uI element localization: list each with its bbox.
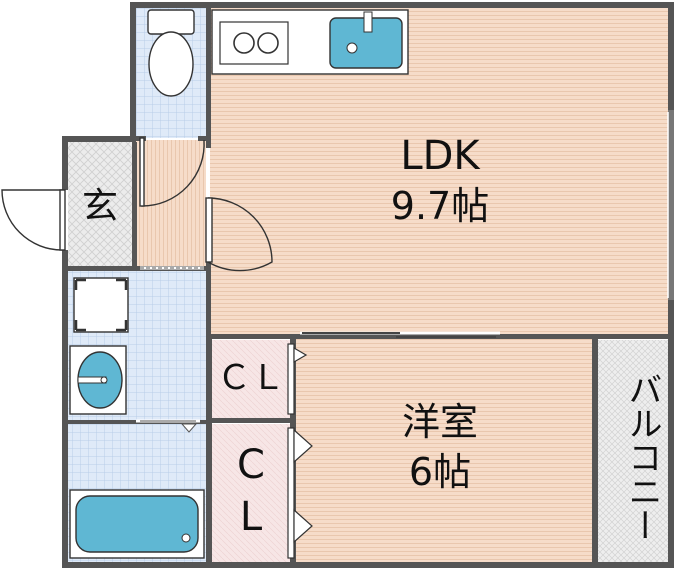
kitchen-counter bbox=[211, 9, 409, 75]
sliding-door bbox=[300, 331, 500, 338]
balcony-floor bbox=[598, 340, 668, 562]
closet-lower-c-label: C bbox=[237, 442, 265, 488]
washing-machine-space bbox=[73, 277, 129, 333]
western-room-name-label: 洋室 bbox=[401, 400, 478, 444]
closet-lower-l-label: L bbox=[239, 494, 263, 540]
entrance-label: 玄 bbox=[81, 186, 118, 227]
toilet-door bbox=[139, 137, 205, 207]
hall-floor bbox=[136, 140, 206, 266]
closet-lower-floor bbox=[212, 424, 290, 562]
closet-upper-floor bbox=[212, 340, 290, 420]
ldk-door bbox=[205, 197, 273, 272]
ldk-size-label: 9.7帖 bbox=[390, 184, 490, 228]
western-room-size-label: 6帖 bbox=[408, 450, 472, 494]
closet-doors bbox=[287, 343, 313, 559]
washbasin bbox=[69, 345, 127, 415]
balcony-label: バルコニー bbox=[622, 372, 662, 542]
washroom-door bbox=[136, 266, 204, 433]
entrance-door bbox=[1, 189, 66, 251]
ldk-name-label: LDK bbox=[400, 133, 480, 179]
closet-upper-label: ＣＬ bbox=[217, 358, 285, 398]
bathtub bbox=[69, 489, 205, 559]
entrance-floor bbox=[68, 142, 132, 266]
toilet bbox=[147, 9, 195, 97]
western-room-floor bbox=[296, 338, 592, 562]
